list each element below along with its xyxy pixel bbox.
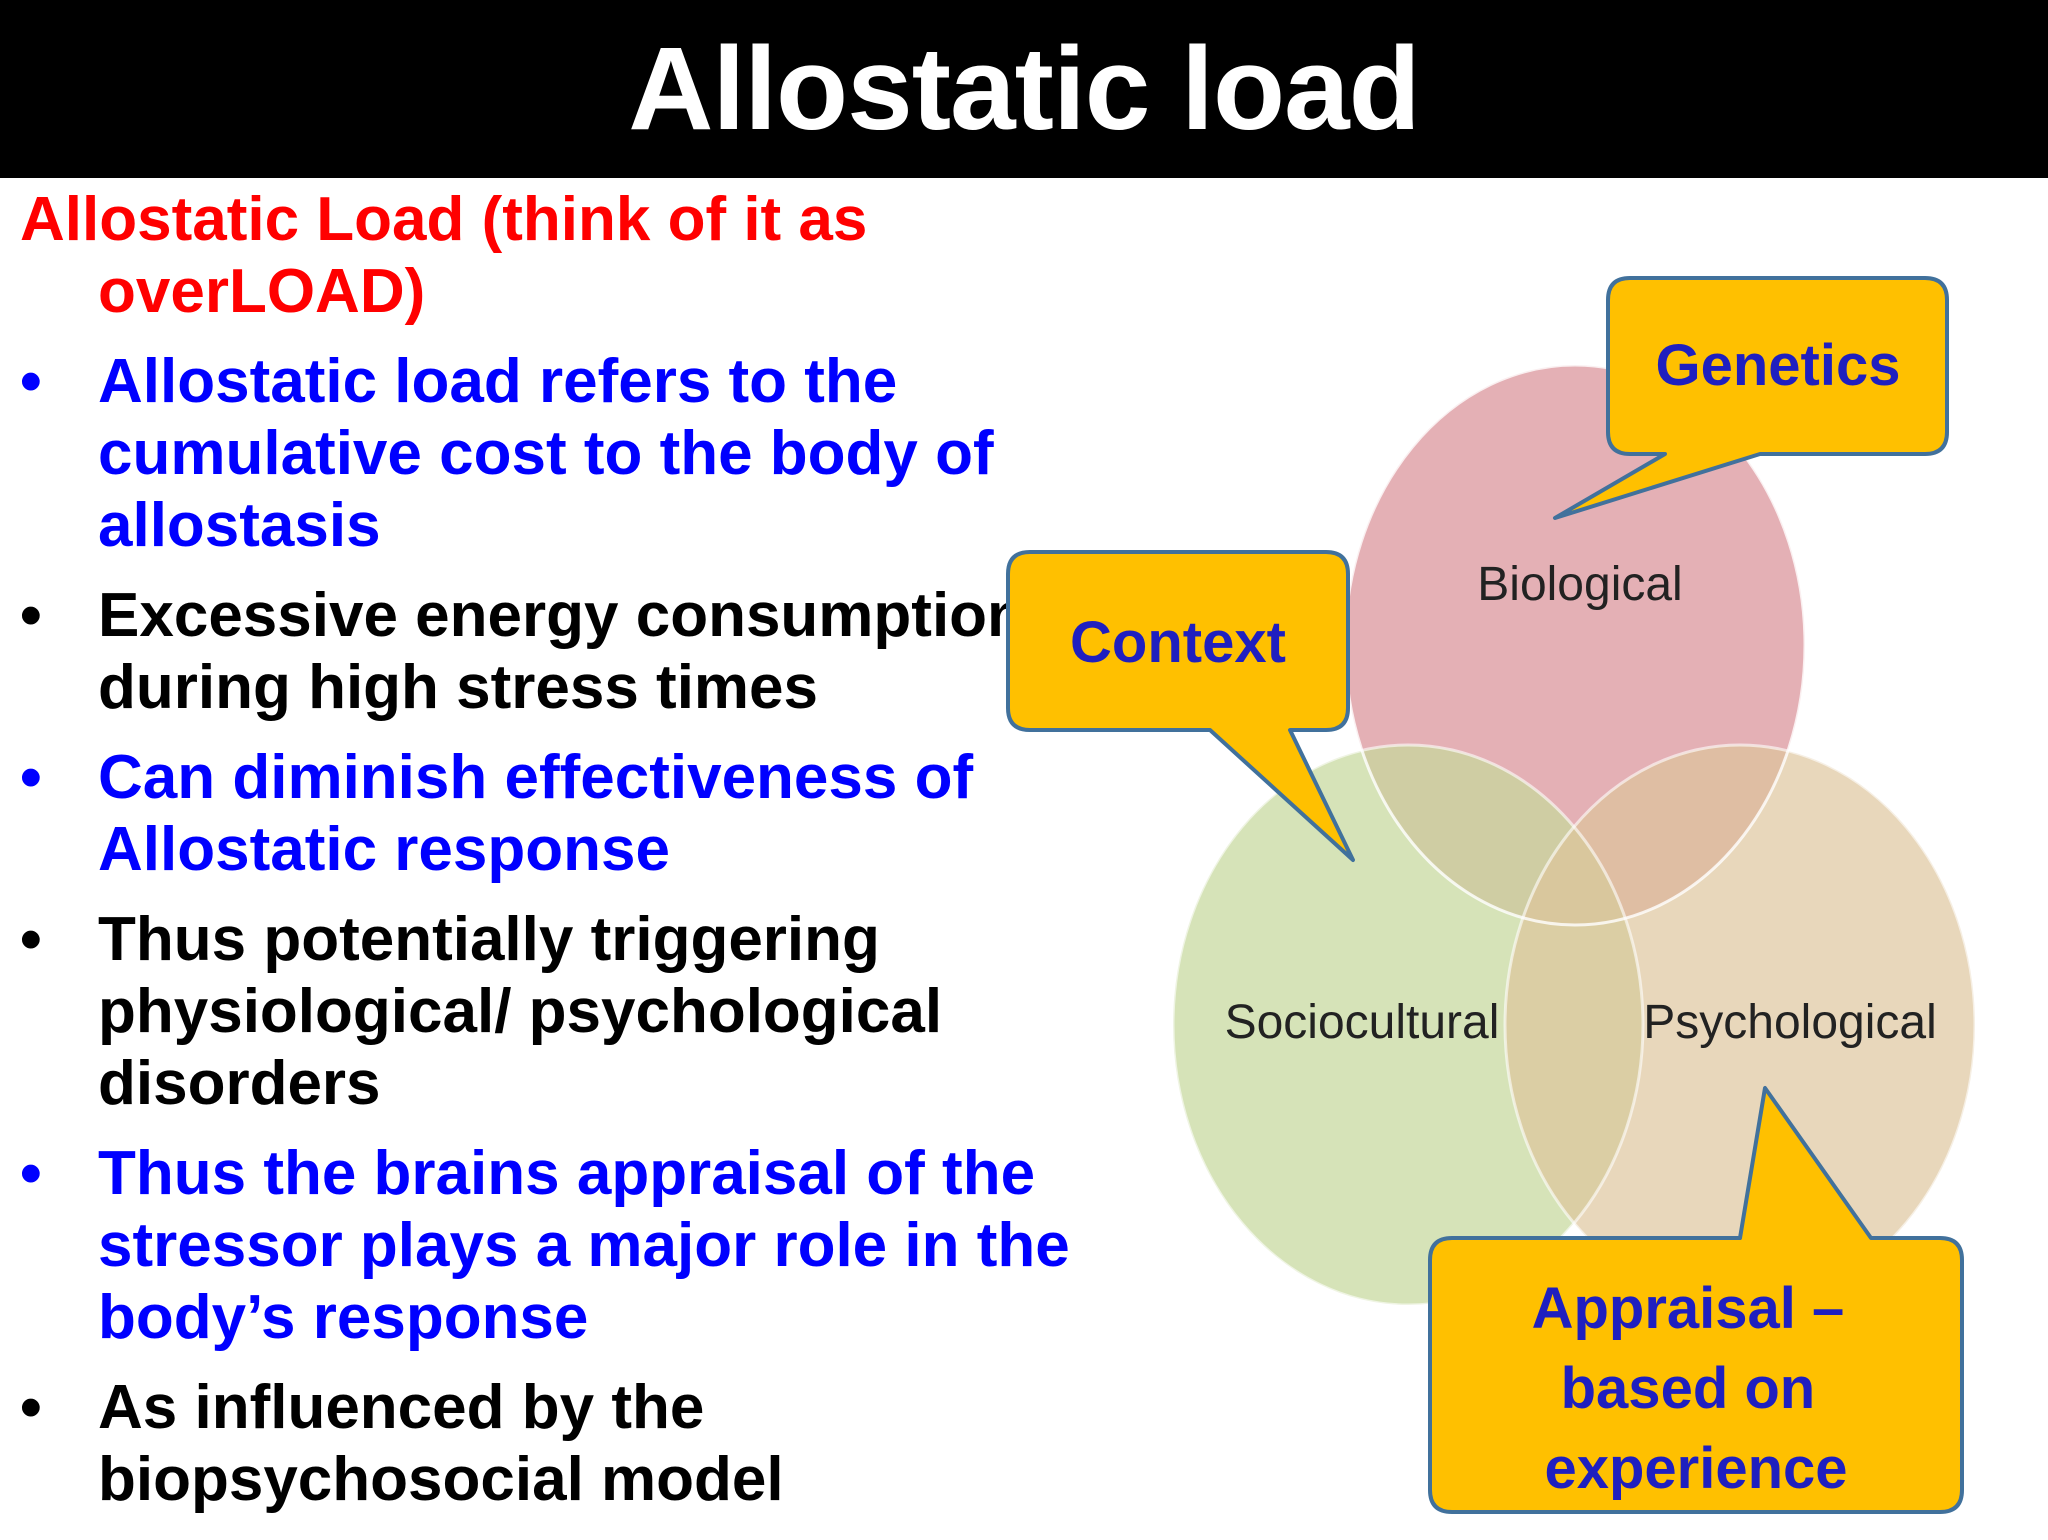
bullet-text: Excessive energy consumption during high… bbox=[98, 581, 1025, 722]
appraisal-line: based on bbox=[1561, 1356, 1816, 1421]
title-bar bbox=[0, 0, 2048, 178]
bullet-text: Can diminish effectiveness of Allostatic… bbox=[98, 743, 974, 884]
bullet-dot: • bbox=[20, 1139, 42, 1208]
bullet-item: • As influenced by the biopsychosocial m… bbox=[20, 1372, 1160, 1516]
bullet-dot: • bbox=[20, 1373, 42, 1442]
bullet-dot: • bbox=[20, 581, 42, 650]
appraisal-line: Appraisal – bbox=[1532, 1276, 1845, 1341]
bullet-text: As influenced by the biopsychosocial mod… bbox=[98, 1373, 784, 1514]
slide-title: Allostatic load bbox=[628, 23, 1420, 155]
psychological-label: Psychological bbox=[1643, 996, 1936, 1049]
slide-content: Allostatic Load (think of it as overLOAD… bbox=[20, 184, 1160, 1534]
bullet-item: • Can diminish effectiveness of Allostat… bbox=[20, 742, 1160, 886]
bullet-dot: • bbox=[20, 905, 42, 974]
bullet-dot: • bbox=[20, 743, 42, 812]
venn-diagram: Biological Sociocultural Psychological G… bbox=[1000, 200, 2000, 1540]
sociocultural-circle-outline bbox=[1171, 743, 1645, 1307]
venn-svg: Biological Sociocultural Psychological G… bbox=[1006, 276, 1977, 1514]
bullet-text: Allostatic load refers to the cumulative… bbox=[98, 347, 994, 560]
bullet-text: Thus potentially triggering physiologica… bbox=[98, 905, 943, 1118]
bullet-item: • Thus the brains appraisal of the stres… bbox=[20, 1138, 1160, 1354]
sociocultural-label: Sociocultural bbox=[1225, 996, 1500, 1049]
psychological-circle bbox=[1505, 745, 1975, 1305]
appraisal-callout-label: Appraisal – based on experience bbox=[1532, 1276, 1861, 1501]
bullet-item: • Excessive energy consumption during hi… bbox=[20, 580, 1160, 724]
bullet-item: • Allostatic load refers to the cumulati… bbox=[20, 346, 1160, 562]
context-callout-label: Context bbox=[1070, 610, 1286, 675]
context-callout bbox=[1006, 550, 1355, 862]
biological-label: Biological bbox=[1477, 558, 1682, 611]
genetics-callout bbox=[1553, 276, 1949, 520]
bullet-dot: • bbox=[20, 347, 42, 416]
bullet-text: Thus the brains appraisal of the stresso… bbox=[98, 1139, 1070, 1352]
appraisal-line: experience bbox=[1544, 1436, 1847, 1501]
bullet-item: • Thus potentially triggering physiologi… bbox=[20, 904, 1160, 1120]
heading-text: Allostatic Load (think of it as overLOAD… bbox=[20, 185, 868, 326]
sociocultural-circle bbox=[1173, 745, 1643, 1305]
genetics-callout-label: Genetics bbox=[1656, 333, 1901, 398]
appraisal-callout bbox=[1428, 1086, 1964, 1514]
